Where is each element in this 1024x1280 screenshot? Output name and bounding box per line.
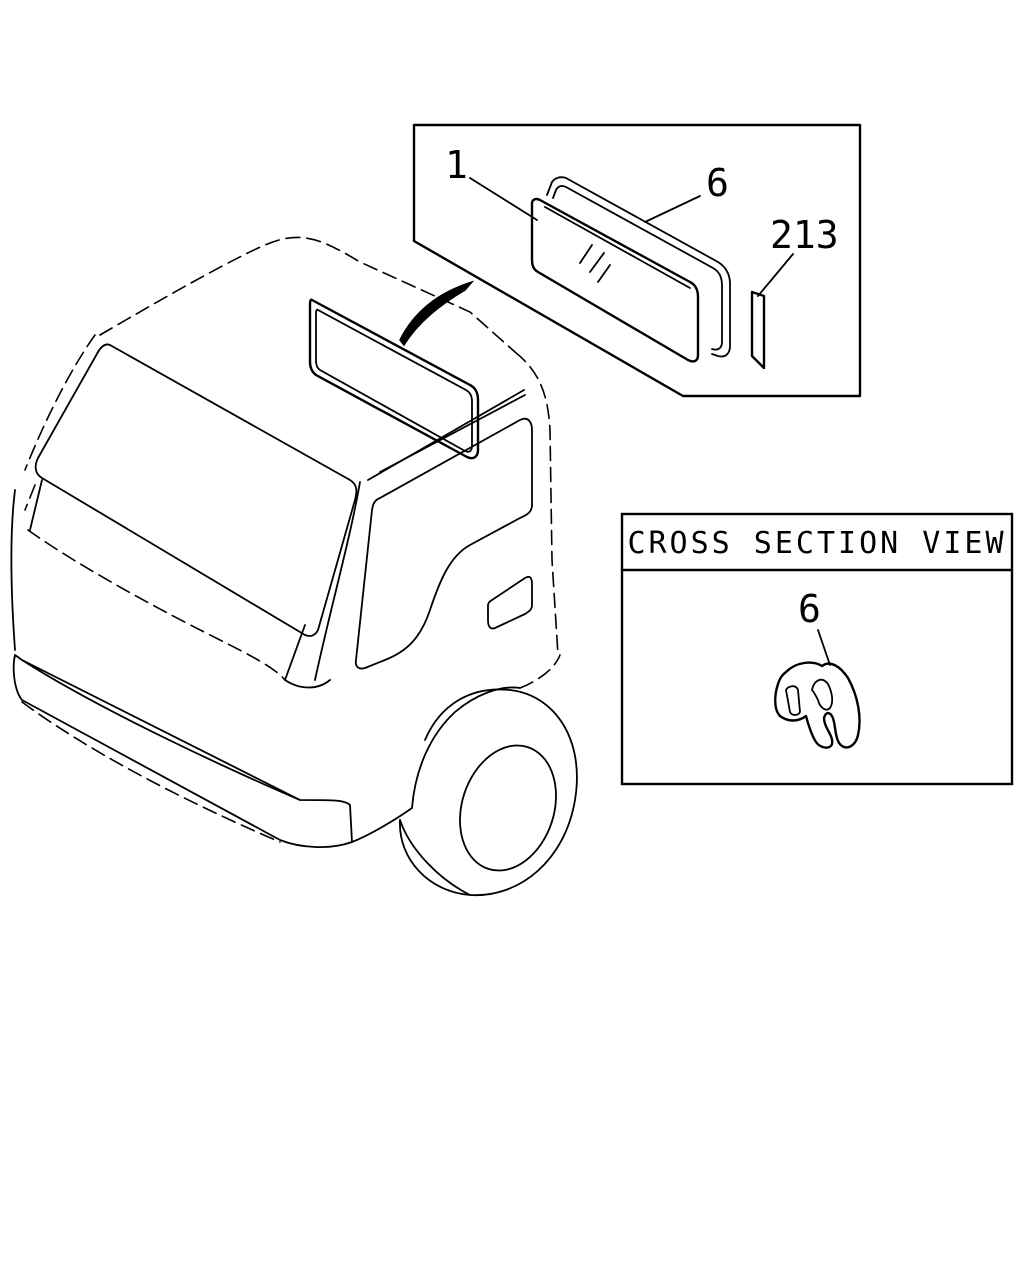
weatherstrip-part xyxy=(546,176,731,358)
callout-section-6: 6 xyxy=(798,587,821,631)
callout-213: 213 xyxy=(770,213,839,257)
weatherstrip-profile xyxy=(774,661,861,749)
detail-callout-box: 1 6 213 xyxy=(412,123,862,398)
cross-section-inset: CROSS SECTION VIEW 6 xyxy=(620,512,1014,786)
rear-glass-part xyxy=(530,197,700,363)
sealant-part xyxy=(750,290,766,370)
leader-line-213 xyxy=(757,253,794,297)
truck-cab-illustration xyxy=(10,236,578,896)
inset-title: CROSS SECTION VIEW xyxy=(627,526,1006,561)
callout-6: 6 xyxy=(706,161,729,205)
leader-line-6 xyxy=(644,195,701,223)
leader-line-section-6 xyxy=(817,629,831,666)
callout-1: 1 xyxy=(445,143,468,187)
leader-line-1 xyxy=(469,177,538,221)
